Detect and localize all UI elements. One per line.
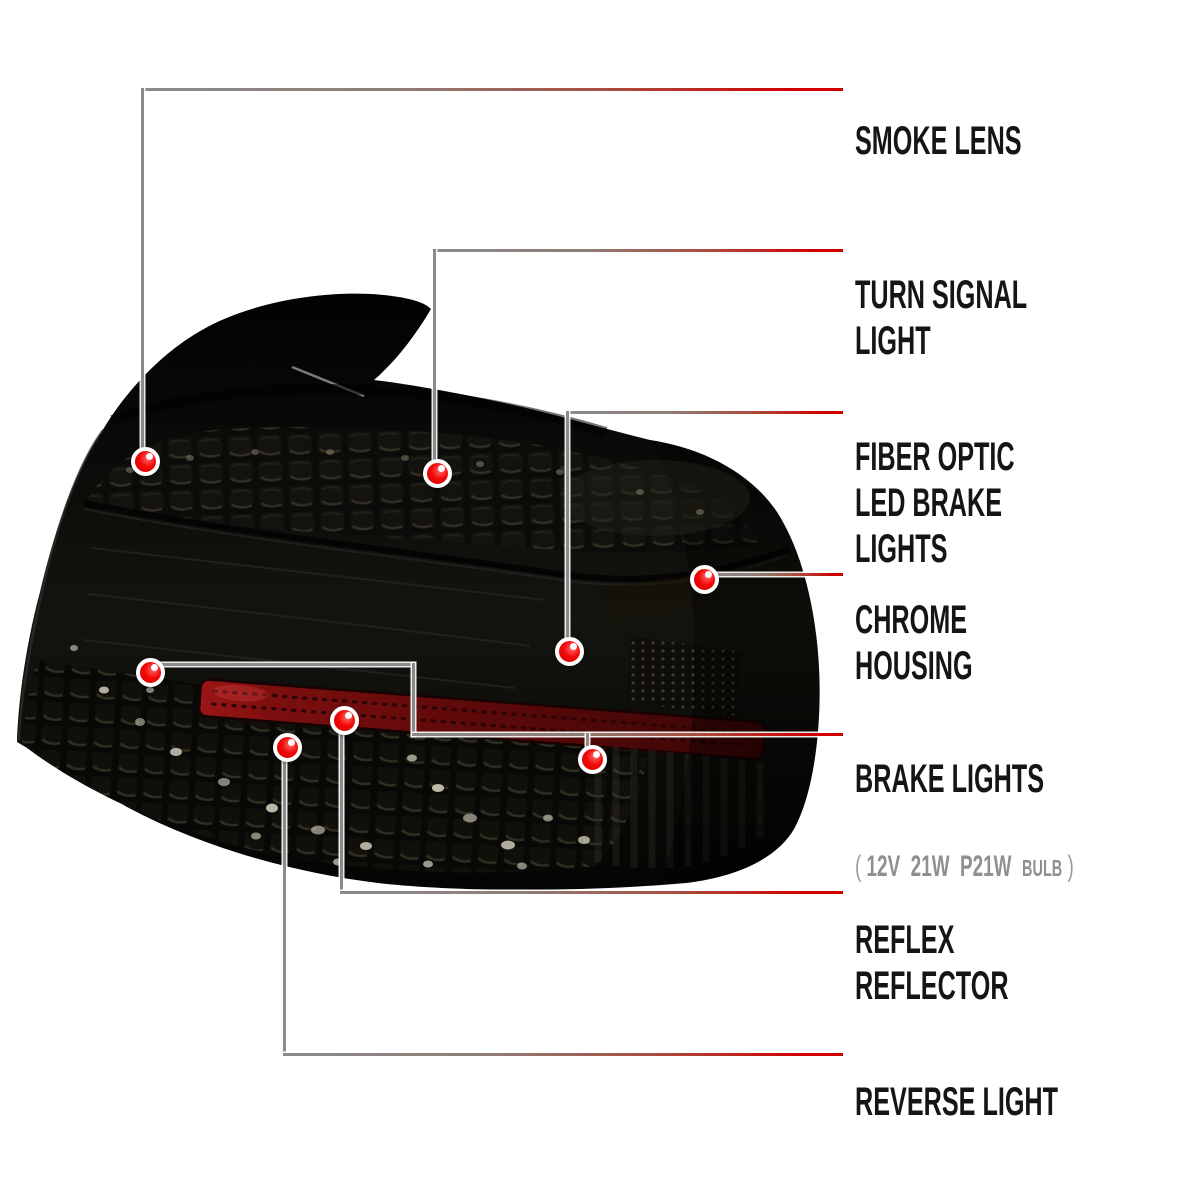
callout-label-text: REFLEX REFLECTOR — [855, 918, 1009, 1008]
callout-label-fiber-optic-led-brake-lights: FIBER OPTIC LED BRAKE LIGHTS — [855, 388, 1072, 618]
callout-line-brake-lights — [152, 663, 414, 666]
callout-label-turn-signal-light: TURN SIGNAL LIGHT — [855, 226, 1072, 410]
bulb-spec-values: 12V 21W P21W — [866, 850, 1023, 883]
callout-label-text: FIBER OPTIC LED BRAKE LIGHTS — [855, 435, 1015, 571]
glint-speckles — [70, 645, 590, 870]
callout-label-reverse-light: REVERSE LIGHT — [855, 1033, 1058, 1171]
dot-highlight — [344, 711, 352, 719]
dot-highlight — [437, 464, 445, 472]
callout-dot-turn-signal-light — [422, 458, 452, 488]
bulb-spec: ( 12V 21W P21W BULB ) — [855, 850, 1074, 885]
callout-label-chrome-housing: CHROME HOUSING — [855, 551, 1072, 735]
callout-label-text: SMOKE LENS — [855, 119, 1022, 163]
callout-dot-brake-lights — [135, 657, 165, 687]
mesh-texture — [627, 636, 742, 716]
callout-line-reflex-reflector — [340, 727, 343, 894]
callout-label-text: TURN SIGNAL LIGHT — [855, 273, 1027, 363]
dot-highlight — [704, 570, 712, 578]
callout-line-reverse-light — [283, 1053, 843, 1056]
upper-sheen — [560, 460, 750, 536]
callout-label-reflex-reflector: REFLEX REFLECTOR — [855, 871, 1072, 1055]
callout-line-reflex-reflector — [340, 891, 843, 894]
dot-highlight — [569, 642, 577, 650]
callout-dot-reverse-light — [272, 732, 302, 762]
callout-line-brake-lights — [412, 663, 415, 736]
left-rim-highlight — [17, 429, 104, 741]
callout-line-turn-signal-light — [433, 249, 436, 464]
callout-line-smoke-lens — [141, 88, 843, 91]
bulb-spec-close: ) — [1062, 850, 1074, 883]
callout-line-turn-signal-light — [433, 249, 843, 252]
dot-highlight — [150, 663, 158, 671]
under-fin-shadow — [110, 383, 608, 437]
callout-line-fiber-optic-led-brake-lights — [566, 411, 569, 641]
dot-highlight — [287, 738, 295, 746]
reflex-reflector-strip — [197, 678, 767, 761]
callout-dot-smoke-lens — [130, 446, 160, 476]
bulb-spec-open: ( — [855, 850, 867, 883]
callout-label-text: REVERSE LIGHT — [855, 1080, 1059, 1124]
bulb-spec-bulb: BULB — [1022, 855, 1063, 881]
dot-highlight — [592, 750, 600, 758]
right-shading — [650, 440, 820, 884]
callout-label-smoke-lens: SMOKE LENS — [855, 72, 1022, 210]
callout-dot-brake-lights — [577, 744, 607, 774]
callout-label-text: CHROME HOUSING — [855, 598, 973, 688]
lower-lens-cells — [22, 660, 648, 873]
callout-line-smoke-lens — [141, 88, 144, 452]
callout-line-fiber-optic-led-brake-lights — [566, 411, 843, 414]
bottom-flutes — [594, 744, 764, 868]
callout-dot-reflex-reflector — [329, 705, 359, 735]
callout-line-reverse-light — [283, 754, 286, 1056]
dot-highlight — [145, 452, 153, 460]
callout-dot-chrome-housing — [689, 564, 719, 594]
callout-label-text: BRAKE LIGHTS — [855, 757, 1044, 801]
callout-line-chrome-housing — [706, 573, 843, 576]
callout-line-brake-lights — [586, 733, 589, 750]
callout-label-brake-lights: BRAKE LIGHTS ( 12V 21W P21W BULB ) — [855, 710, 1074, 931]
callout-line-brake-lights — [412, 733, 843, 736]
callout-dot-fiber-optic-led-brake-lights — [554, 636, 584, 666]
